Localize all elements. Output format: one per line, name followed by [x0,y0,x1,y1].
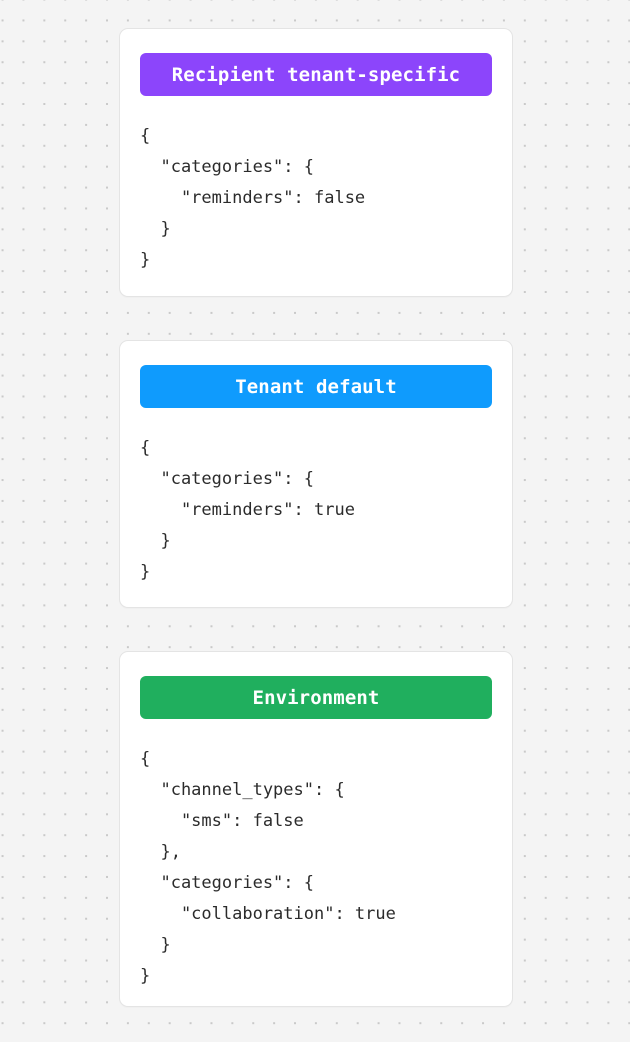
card-header-tenant-default: Tenant default [140,365,492,408]
preference-card-recipient-tenant-specific: Recipient tenant-specific { "categories"… [119,28,513,297]
preference-card-tenant-default: Tenant default { "categories": { "remind… [119,340,513,608]
card-header-environment: Environment [140,676,492,719]
card-code-recipient-tenant-specific: { "categories": { "reminders": false } } [140,126,366,270]
card-header-recipient-tenant-specific: Recipient tenant-specific [140,53,492,96]
card-code-environment: { "channel_types": { "sms": false }, "ca… [140,749,396,986]
preference-card-environment: Environment { "channel_types": { "sms": … [119,651,513,1007]
card-code-tenant-default: { "categories": { "reminders": true } } [140,438,355,582]
